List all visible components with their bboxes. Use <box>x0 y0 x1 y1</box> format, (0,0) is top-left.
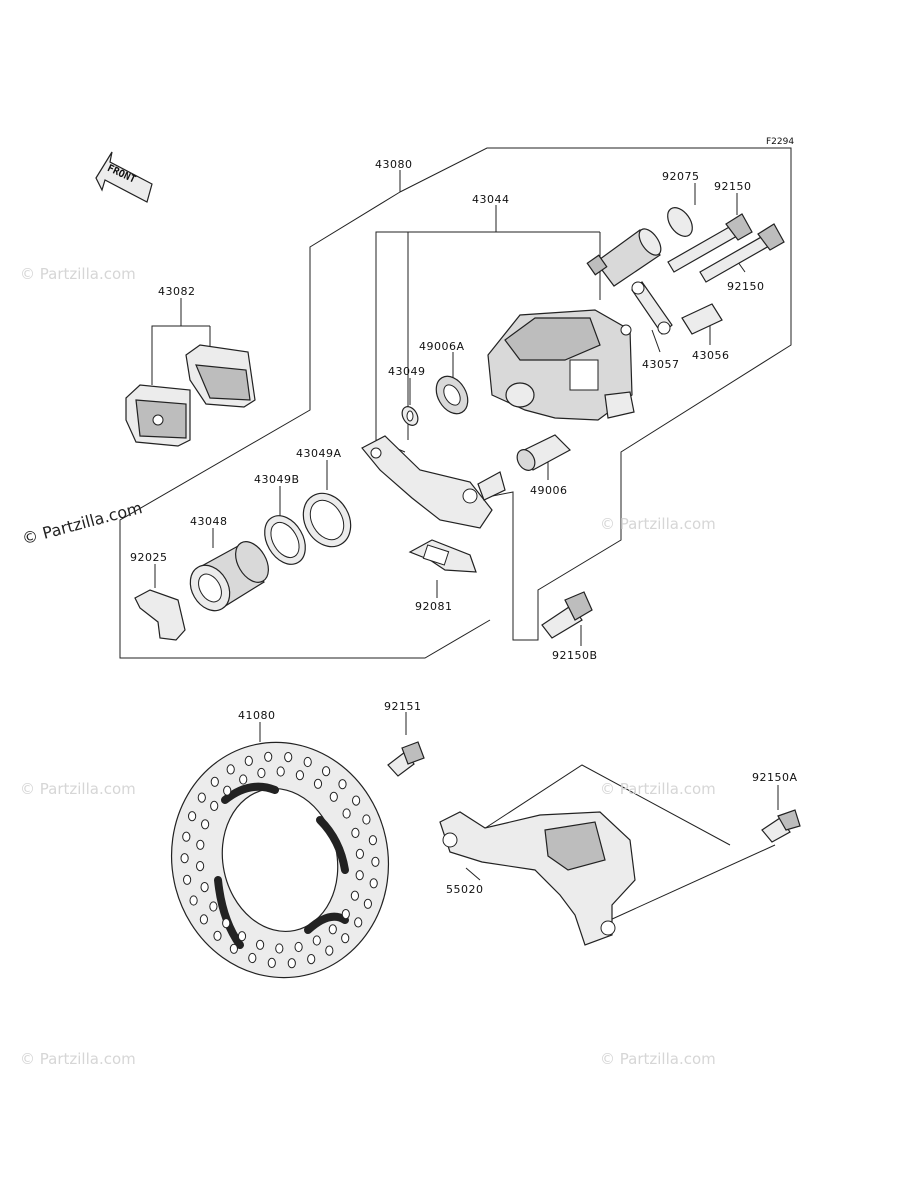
disc-hole <box>352 795 361 806</box>
disc-hole <box>237 931 247 942</box>
part-label-49006a[interactable]: 49006A <box>419 340 465 353</box>
part-label-92151[interactable]: 92151 <box>384 700 422 713</box>
piston-icon <box>189 541 269 612</box>
disc-hole <box>275 943 284 954</box>
disc-hole <box>199 914 208 925</box>
disc-hole <box>189 895 198 906</box>
disc-hole <box>210 800 219 812</box>
disc-hole <box>325 945 334 956</box>
disc-hole <box>223 785 232 796</box>
disc-hole <box>338 779 347 790</box>
disc-hole <box>354 917 363 928</box>
part-label-41080[interactable]: 41080 <box>238 709 276 722</box>
disc-hole <box>294 941 303 953</box>
disc-hole <box>276 766 285 777</box>
disc-hole <box>201 819 210 830</box>
disc-hole <box>222 918 231 929</box>
disc-hole <box>197 792 206 803</box>
part-label-43080[interactable]: 43080 <box>375 158 413 171</box>
disc-hole <box>350 890 359 901</box>
part-label-43057[interactable]: 43057 <box>642 358 680 371</box>
disc-hole <box>371 856 380 867</box>
disc-hole <box>180 853 189 864</box>
disc-hole <box>267 957 276 969</box>
part-label-43056[interactable]: 43056 <box>692 349 730 362</box>
disc-hole <box>322 766 331 777</box>
disc-hole <box>351 827 360 839</box>
disc-hole <box>295 770 304 781</box>
part-label-92150b[interactable]: 92150B <box>552 649 598 662</box>
front-arrow-icon <box>95 151 153 203</box>
part-label-49006[interactable]: 49006 <box>530 484 568 497</box>
disc-hole <box>369 878 378 889</box>
watermark-faint: © Partzilla.com <box>600 515 716 533</box>
bleeder-valve-icon <box>681 303 723 335</box>
disc-hole <box>229 943 238 954</box>
disc-guard-icon <box>439 811 636 946</box>
disc-hole <box>257 767 266 779</box>
disc-hole <box>226 764 235 775</box>
disc-hole <box>341 909 350 920</box>
disc-hole <box>329 791 338 802</box>
brake-disc-icon <box>170 741 390 979</box>
part-label-55020[interactable]: 55020 <box>446 883 484 896</box>
disc-hole <box>287 958 296 969</box>
part-label-92150[interactable]: 92150 <box>714 180 752 193</box>
watermark-faint: © Partzilla.com <box>20 780 136 798</box>
brake-pad-icon <box>125 344 256 447</box>
disc-hole <box>182 831 191 842</box>
part-label-43049b[interactable]: 43049B <box>254 473 300 486</box>
diagram-ref-code: F2294 <box>766 137 795 147</box>
disc-hole <box>244 755 253 767</box>
watermark-faint: © Partzilla.com <box>20 265 136 283</box>
disc-hole <box>284 752 293 763</box>
part-label-92150[interactable]: 92150 <box>727 280 765 293</box>
disc-hole <box>210 776 219 787</box>
disc-hole <box>196 861 205 872</box>
disc-hole <box>200 882 209 893</box>
part-label-43048[interactable]: 43048 <box>190 515 228 528</box>
caliper-body-icon <box>487 309 635 421</box>
part-label-92025[interactable]: 92025 <box>130 551 168 564</box>
part-label-92150a[interactable]: 92150A <box>752 771 798 784</box>
disc-hole <box>239 774 248 785</box>
disc-hole <box>328 924 337 935</box>
disc-hole <box>312 935 321 946</box>
disc-hole <box>355 870 364 881</box>
disc-hole <box>183 874 192 885</box>
disc-hole <box>355 848 364 860</box>
disc-hole <box>264 751 273 762</box>
watermark-faint: © Partzilla.com <box>600 1050 716 1068</box>
disc-hole <box>196 839 205 850</box>
disc-hole <box>256 939 265 950</box>
disc-hole <box>307 954 316 965</box>
part-label-43049a[interactable]: 43049A <box>296 447 342 460</box>
disc-hole <box>363 898 372 909</box>
disc-hole <box>213 930 222 941</box>
part-label-43044[interactable]: 43044 <box>472 193 510 206</box>
pad-spring-icon <box>134 589 186 641</box>
caliper-assembly-outline <box>399 147 792 641</box>
part-label-92081[interactable]: 92081 <box>415 600 453 613</box>
part-label-92075[interactable]: 92075 <box>662 170 700 183</box>
disc-hole <box>303 756 312 768</box>
disc-hole <box>188 811 197 822</box>
watermark-faint: © Partzilla.com <box>20 1050 136 1068</box>
disc-hole <box>362 814 371 825</box>
watermark-faint: © Partzilla.com <box>600 780 716 798</box>
disc-hole <box>342 808 351 819</box>
part-label-43049[interactable]: 43049 <box>388 365 426 378</box>
disc-holes <box>180 751 380 969</box>
disc-hole <box>341 933 350 944</box>
disc-hole <box>368 835 377 846</box>
caliper-bracket-icon <box>361 435 493 529</box>
part-label-43082[interactable]: 43082 <box>158 285 196 298</box>
disc-hole <box>248 952 257 964</box>
disc-hole <box>313 778 323 789</box>
disc-hole <box>209 901 218 912</box>
o-ring-icon <box>667 207 693 237</box>
